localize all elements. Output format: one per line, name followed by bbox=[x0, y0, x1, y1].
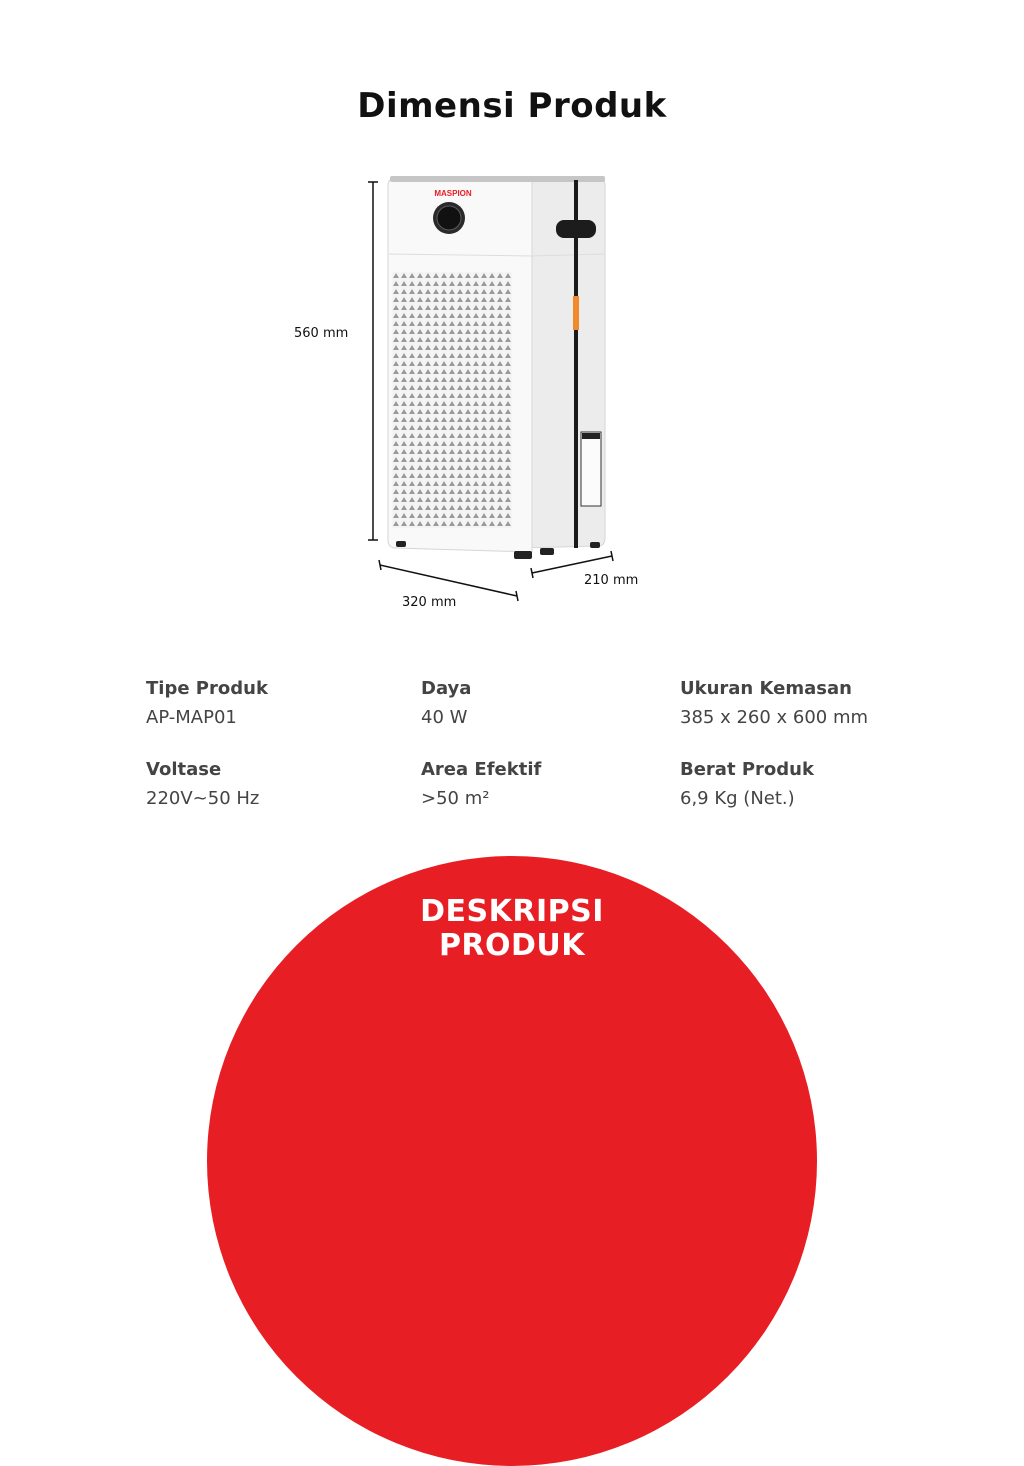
width-dimension-label: 320 mm bbox=[402, 595, 457, 610]
air-purifier-image: MASPION bbox=[368, 176, 614, 602]
spec-voltase: Voltase 220V~50 Hz bbox=[146, 759, 386, 809]
spec-label: Daya bbox=[421, 678, 472, 699]
height-dimension-label: 560 mm bbox=[294, 326, 349, 341]
spec-label: Tipe Produk bbox=[146, 678, 268, 699]
height-dimension-line bbox=[368, 181, 378, 541]
spec-berat-produk: Berat Produk 6,9 Kg (Net.) bbox=[680, 759, 920, 809]
spec-daya: Daya 40 W bbox=[421, 678, 661, 728]
spec-tipe-produk: Tipe Produk AP-MAP01 bbox=[146, 678, 386, 728]
cta-line-2: PRODUK bbox=[438, 928, 586, 963]
display-dial-icon bbox=[433, 202, 465, 234]
cta-line-1: DESKRIPSI bbox=[420, 894, 604, 929]
spec-area-efektif: Area Efektif >50 m² bbox=[421, 759, 661, 809]
spec-label: Ukuran Kemasan bbox=[680, 678, 852, 699]
page-title: Dimensi Produk bbox=[357, 86, 667, 126]
spec-value: 220V~50 Hz bbox=[146, 788, 260, 809]
spec-value: AP-MAP01 bbox=[146, 707, 237, 728]
spec-label: Voltase bbox=[146, 759, 222, 780]
spec-value: 385 x 260 x 600 mm bbox=[680, 707, 869, 728]
spec-value: >50 m² bbox=[421, 788, 490, 809]
spec-ukuran-kemasan: Ukuran Kemasan 385 x 260 x 600 mm bbox=[680, 678, 920, 728]
spec-label: Berat Produk bbox=[680, 759, 814, 780]
width-dimension-line bbox=[378, 559, 519, 602]
depth-dimension-line bbox=[530, 550, 614, 579]
brand-logo: MASPION bbox=[434, 189, 472, 198]
spec-value: 6,9 Kg (Net.) bbox=[680, 788, 795, 809]
spec-label: Area Efektif bbox=[421, 759, 542, 780]
purifier-body bbox=[387, 176, 606, 559]
spec-value: 40 W bbox=[421, 707, 468, 728]
deskripsi-produk-heading: DESKRIPSI PRODUK bbox=[0, 895, 1024, 963]
depth-dimension-label: 210 mm bbox=[584, 573, 639, 588]
